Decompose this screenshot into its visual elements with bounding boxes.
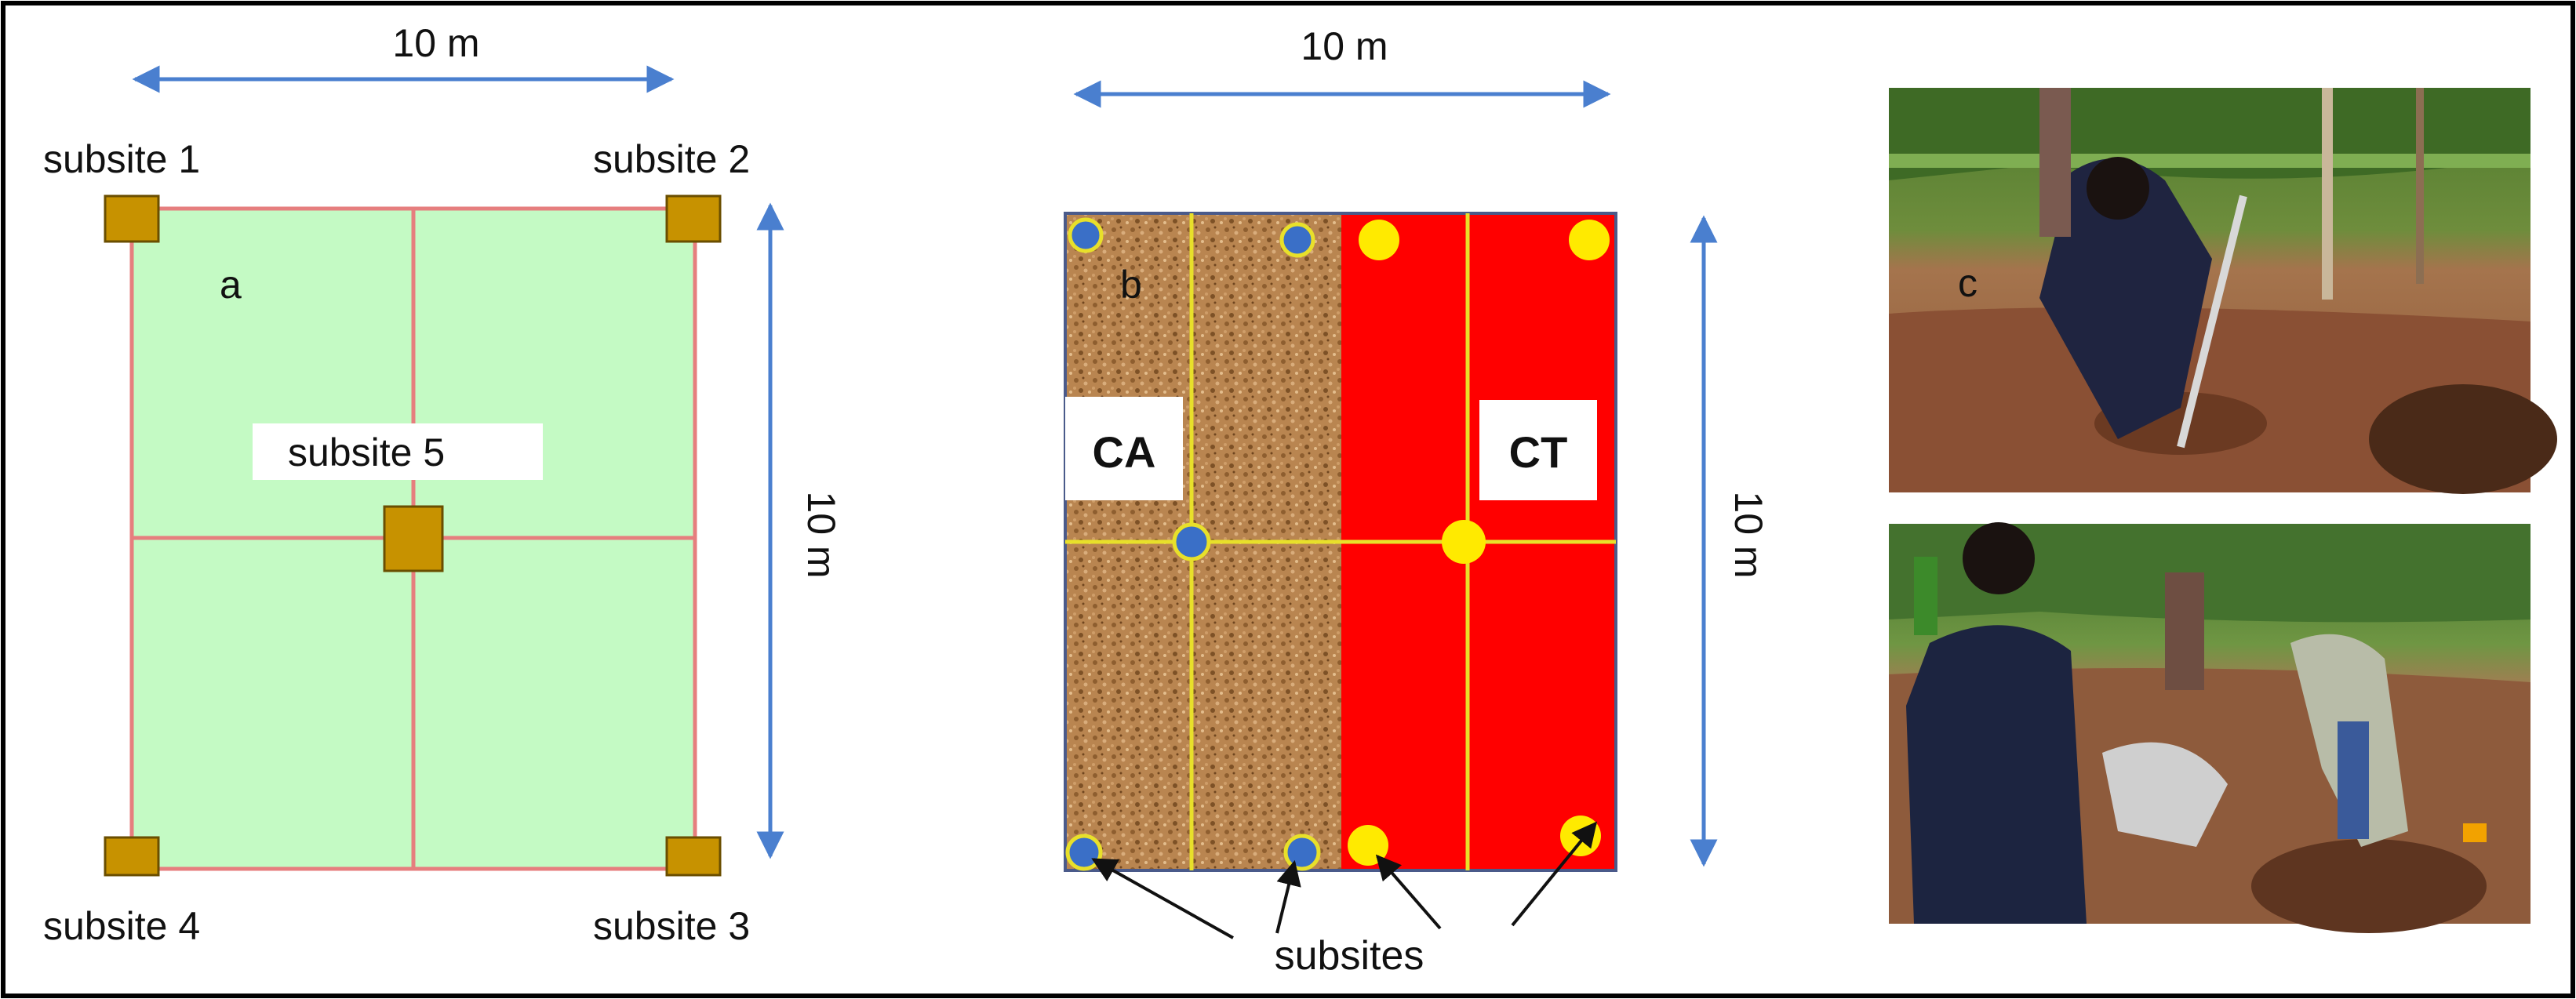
height-label: 10 m	[799, 491, 843, 578]
pointer-arrow	[1275, 859, 1301, 934]
panel-c: c	[1889, 88, 2557, 933]
subsite-2-marker	[665, 194, 722, 243]
field-photo-top: c	[1889, 88, 2557, 494]
ct-subsite-marker	[1560, 816, 1601, 856]
ct-subsite-marker	[1359, 220, 1399, 260]
subsite-1-label: subsite 1	[43, 137, 200, 181]
subsite-4-label: subsite 4	[43, 904, 200, 948]
width-label: 10 m	[392, 21, 479, 65]
ca-label: CA	[1093, 427, 1156, 477]
ca-subsite-marker	[1065, 834, 1103, 871]
ca-label-box	[1065, 397, 1183, 500]
ca-subsite-marker	[1068, 217, 1104, 253]
ct-label-box	[1479, 400, 1597, 500]
ct-label: CT	[1509, 427, 1568, 477]
ct-subsite-marker	[1442, 520, 1486, 564]
ca-subsite-marker	[1279, 222, 1315, 258]
pointer-arrow	[1091, 858, 1234, 939]
panel-letter: a	[220, 263, 242, 307]
panel-b: 10 m b CA CT 10 m subsites	[1064, 24, 1770, 979]
ca-subsite-marker	[1172, 522, 1211, 561]
width-label: 10 m	[1301, 24, 1388, 68]
ca-subsite-marker	[1283, 834, 1321, 871]
subsite-2-label: subsite 2	[593, 137, 750, 181]
ct-subsite-marker	[1569, 220, 1610, 260]
subsites-label: subsites	[1275, 933, 1424, 979]
subsite-5-label-box	[253, 423, 543, 480]
panel-letter: c	[1958, 261, 1977, 305]
subsite-3-marker	[665, 836, 722, 877]
height-label: 10 m	[1726, 491, 1770, 578]
subsite-5-label: subsite 5	[288, 430, 445, 474]
pointer-arrow	[1511, 821, 1598, 927]
panel-a: 10 m a 10 m subsite 1 subsite 2 subsite …	[43, 21, 843, 948]
panel-letter: b	[1120, 263, 1142, 307]
subsite-3-label: subsite 3	[593, 904, 750, 948]
subsite-1-marker	[104, 194, 160, 243]
subsite-5-marker	[383, 505, 444, 572]
field-photo-bottom	[1889, 522, 2531, 933]
subsite-4-marker	[104, 836, 160, 877]
pointer-arrow	[1375, 854, 1442, 930]
